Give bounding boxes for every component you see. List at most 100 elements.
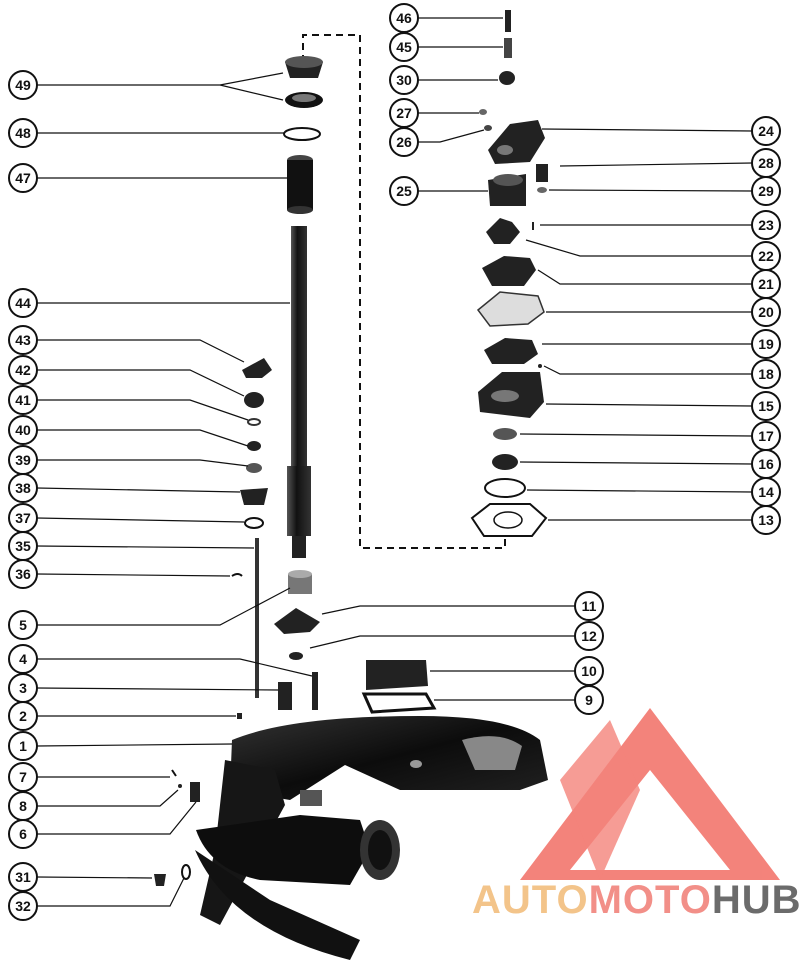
svg-text:16: 16 — [758, 456, 774, 472]
svg-text:29: 29 — [758, 183, 774, 199]
callout-28: 28 — [751, 148, 781, 178]
callout-8: 8 — [8, 791, 38, 821]
svg-text:17: 17 — [758, 428, 774, 444]
callout-49: 49 — [8, 70, 38, 100]
callout-31: 31 — [8, 862, 38, 892]
callout-6: 6 — [8, 819, 38, 849]
svg-text:38: 38 — [15, 480, 31, 496]
logo-auto: AUTO — [472, 878, 589, 922]
svg-text:21: 21 — [758, 276, 774, 292]
svg-text:15: 15 — [758, 398, 774, 414]
callout-21: 21 — [751, 269, 781, 299]
svg-text:25: 25 — [396, 183, 412, 199]
svg-text:7: 7 — [19, 769, 27, 785]
automotohub-logo: AUTOMOTOHUB — [472, 878, 800, 923]
callout-39: 39 — [8, 445, 38, 475]
callout-41: 41 — [8, 385, 38, 415]
callout-27: 27 — [389, 98, 419, 128]
callouts-right: 46 45 30 27 26 25 24 28 29 23 22 21 20 1… — [389, 3, 781, 715]
svg-text:14: 14 — [758, 484, 774, 500]
callout-38: 38 — [8, 473, 38, 503]
callout-35: 35 — [8, 531, 38, 561]
callout-47: 47 — [8, 163, 38, 193]
logo-moto: MOTO — [588, 878, 712, 922]
svg-text:1: 1 — [19, 738, 27, 754]
bearing-cup — [285, 92, 323, 108]
callout-24: 24 — [751, 116, 781, 146]
callout-17: 17 — [751, 421, 781, 451]
svg-text:22: 22 — [758, 248, 774, 264]
svg-text:3: 3 — [19, 680, 27, 696]
drive-shaft — [287, 226, 311, 558]
callout-29: 29 — [751, 176, 781, 206]
svg-text:23: 23 — [758, 217, 774, 233]
callout-2: 2 — [8, 701, 38, 731]
svg-text:48: 48 — [15, 125, 31, 141]
svg-text:36: 36 — [15, 566, 31, 582]
callout-40: 40 — [8, 415, 38, 445]
watermark-triangle — [520, 708, 780, 880]
svg-text:4: 4 — [19, 651, 27, 667]
callout-3: 3 — [8, 673, 38, 703]
svg-text:19: 19 — [758, 336, 774, 352]
callout-20: 20 — [751, 297, 781, 327]
svg-text:35: 35 — [15, 538, 31, 554]
svg-text:41: 41 — [15, 392, 31, 408]
callout-42: 42 — [8, 355, 38, 385]
callout-32: 32 — [8, 891, 38, 921]
callout-19: 19 — [751, 329, 781, 359]
svg-text:24: 24 — [758, 123, 774, 139]
svg-text:43: 43 — [15, 332, 31, 348]
leader-lines — [36, 17, 753, 907]
svg-text:9: 9 — [585, 692, 593, 708]
svg-text:2: 2 — [19, 708, 27, 724]
callout-23: 23 — [751, 210, 781, 240]
dashed-guide-line — [302, 34, 506, 549]
pinion-parts — [154, 358, 320, 886]
shaft-sleeve — [287, 155, 313, 214]
svg-text:44: 44 — [15, 295, 31, 311]
callout-15: 15 — [751, 391, 781, 421]
svg-text:12: 12 — [581, 628, 597, 644]
svg-text:40: 40 — [15, 422, 31, 438]
callout-36: 36 — [8, 559, 38, 589]
callout-10: 10 — [574, 656, 604, 686]
callout-37: 37 — [8, 503, 38, 533]
callout-11: 11 — [574, 591, 604, 621]
callout-48: 48 — [8, 118, 38, 148]
callout-1: 1 — [8, 731, 38, 761]
svg-text:27: 27 — [396, 105, 412, 121]
callout-4: 4 — [8, 644, 38, 674]
callout-18: 18 — [751, 359, 781, 389]
svg-text:45: 45 — [396, 39, 412, 55]
callout-7: 7 — [8, 762, 38, 792]
svg-text:42: 42 — [15, 362, 31, 378]
callouts-left: 49 48 47 44 43 42 41 40 39 38 37 35 36 5… — [8, 70, 38, 921]
svg-text:31: 31 — [15, 869, 31, 885]
svg-text:32: 32 — [15, 898, 31, 914]
bearing-cone — [285, 56, 323, 78]
callout-25: 25 — [389, 176, 419, 206]
svg-text:13: 13 — [758, 512, 774, 528]
logo-hub: HUB — [711, 878, 800, 922]
svg-text:46: 46 — [396, 10, 412, 26]
callout-22: 22 — [751, 241, 781, 271]
svg-text:6: 6 — [19, 826, 27, 842]
svg-text:39: 39 — [15, 452, 31, 468]
callout-13: 13 — [751, 505, 781, 535]
svg-text:30: 30 — [396, 72, 412, 88]
callout-26: 26 — [389, 127, 419, 157]
callout-46: 46 — [389, 3, 419, 33]
gear-housing — [195, 716, 548, 960]
svg-text:28: 28 — [758, 155, 774, 171]
callout-12: 12 — [574, 621, 604, 651]
svg-text:37: 37 — [15, 510, 31, 526]
svg-text:47: 47 — [15, 170, 31, 186]
svg-text:20: 20 — [758, 304, 774, 320]
svg-text:5: 5 — [19, 617, 27, 633]
callout-30: 30 — [389, 65, 419, 95]
callout-5: 5 — [8, 610, 38, 640]
svg-text:49: 49 — [15, 77, 31, 93]
o-ring-48 — [283, 127, 321, 141]
